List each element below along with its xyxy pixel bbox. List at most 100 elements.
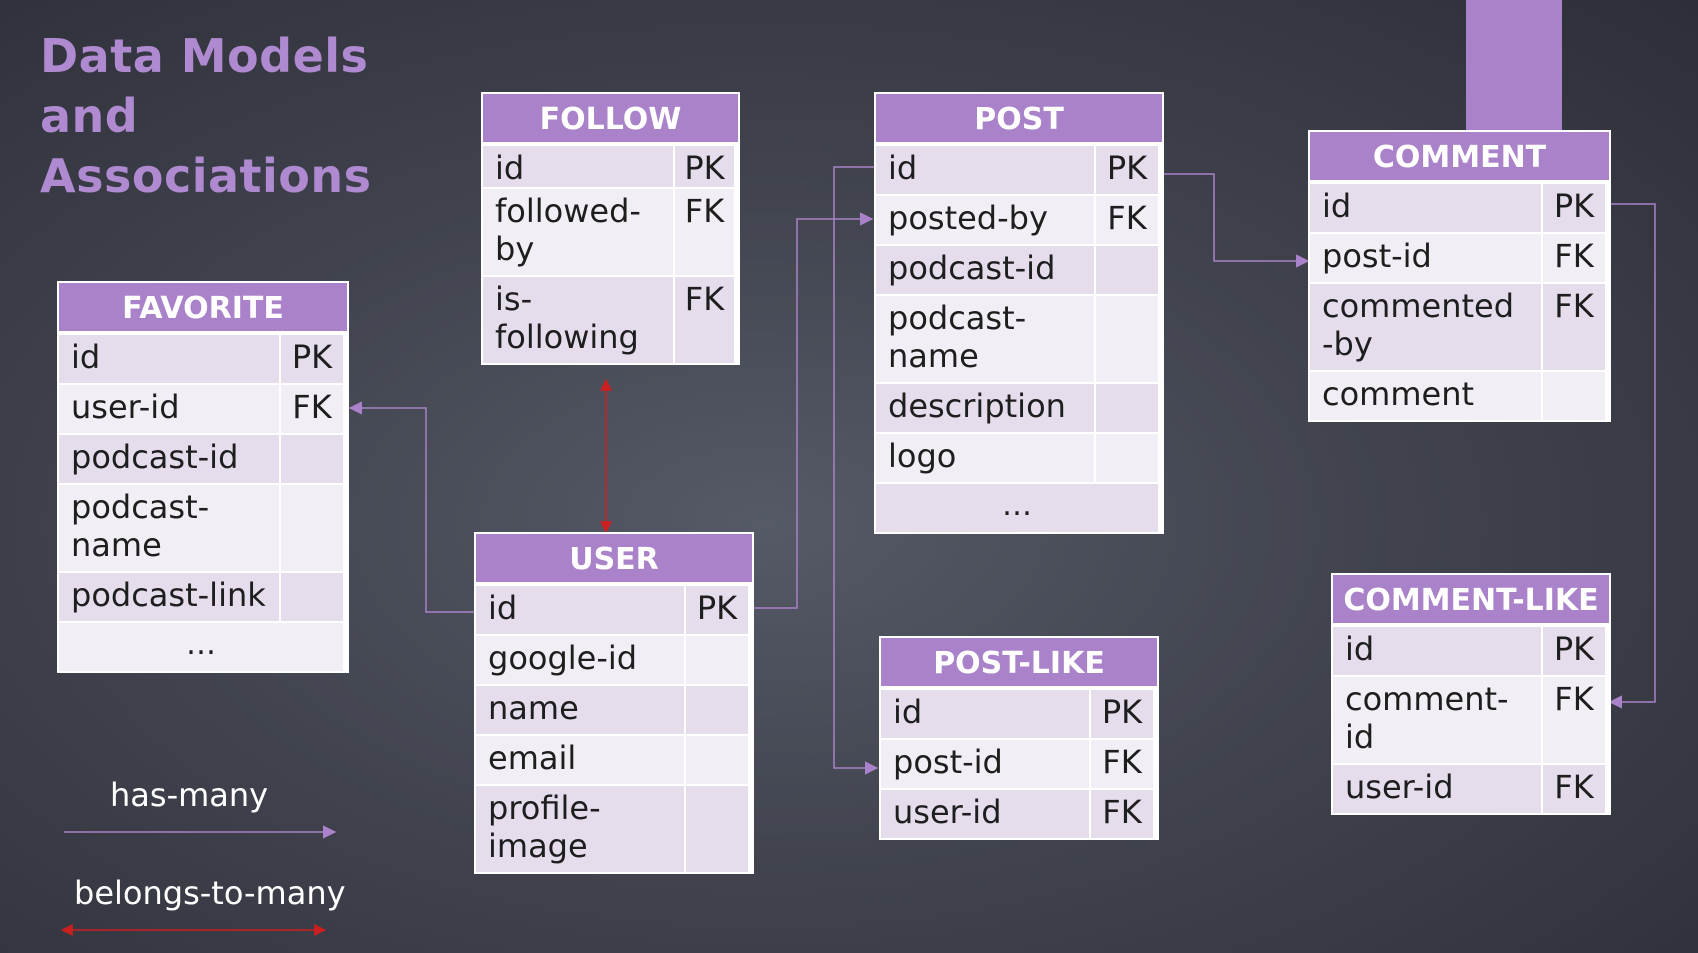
entity-header: USER <box>476 534 752 584</box>
link-user-favorite <box>348 401 477 613</box>
table-row: … <box>876 482 1162 532</box>
key-type: PK <box>673 146 734 187</box>
key-type: PK <box>1541 184 1605 232</box>
field-name: id <box>1333 627 1541 675</box>
table-row: profile- image <box>476 784 752 872</box>
entity-header: FAVORITE <box>59 283 347 333</box>
key-type <box>279 435 343 483</box>
table-row: description <box>876 382 1162 432</box>
key-type: FK <box>673 189 734 275</box>
field-name: name <box>476 686 684 734</box>
field-name: comment <box>1310 372 1541 420</box>
table-row: … <box>59 621 347 671</box>
key-type: FK <box>279 385 343 433</box>
field-name: user-id <box>1333 765 1541 813</box>
field-name: followed- by <box>483 189 673 275</box>
table-row: podcast-id <box>876 244 1162 294</box>
title-line-1: Data Models <box>40 29 369 83</box>
field-name: id <box>1310 184 1541 232</box>
key-type: FK <box>1094 196 1158 244</box>
key-type: FK <box>1089 740 1153 788</box>
key-type <box>684 736 748 784</box>
field-name: profile- image <box>476 786 684 872</box>
key-type: FK <box>1541 677 1605 763</box>
field-name: comment- id <box>1333 677 1541 763</box>
field-name: id <box>876 146 1094 194</box>
field-name: podcast-id <box>59 435 279 483</box>
field-name: podcast-id <box>876 246 1094 294</box>
table-row: podcast- name <box>59 483 347 571</box>
key-type: PK <box>684 586 748 634</box>
table-row: name <box>476 684 752 734</box>
field-name: podcast- name <box>876 296 1094 382</box>
key-type <box>1094 246 1158 294</box>
table-row: comment <box>1310 370 1609 420</box>
field-name: description <box>876 384 1094 432</box>
entity-header: POST <box>876 94 1162 144</box>
table-row: email <box>476 734 752 784</box>
field-name: id <box>476 586 684 634</box>
entity-header: FOLLOW <box>483 94 738 144</box>
key-type: FK <box>1541 234 1605 282</box>
key-type: PK <box>279 335 343 383</box>
key-type: PK <box>1541 627 1605 675</box>
key-type <box>1094 296 1158 382</box>
legend-belongs-to-many-label: belongs-to-many <box>74 874 346 912</box>
field-name: user-id <box>881 790 1089 838</box>
link-post-postlike <box>833 166 879 775</box>
field-name: id <box>59 335 279 383</box>
link-comment-commentlike <box>1607 203 1656 709</box>
field-name: user-id <box>59 385 279 433</box>
field-name: id <box>881 690 1089 738</box>
table-row: podcast-id <box>59 433 347 483</box>
field-name: google-id <box>476 636 684 684</box>
legend-has-many-label: has-many <box>110 776 269 814</box>
field-name: id <box>483 146 673 187</box>
key-type <box>279 485 343 571</box>
field-name: commented -by <box>1310 284 1541 370</box>
field-name: podcast-link <box>59 573 279 621</box>
link-user-post <box>750 212 874 609</box>
link-post-comment <box>1160 173 1310 268</box>
field-name: logo <box>876 434 1094 482</box>
ellipsis: … <box>876 484 1158 532</box>
field-name: podcast- name <box>59 485 279 571</box>
key-type <box>1094 434 1158 482</box>
key-type: FK <box>1541 765 1605 813</box>
key-type <box>684 786 748 872</box>
field-name: email <box>476 736 684 784</box>
key-type: PK <box>1089 690 1153 738</box>
table-row: podcast-link <box>59 571 347 621</box>
title-line-3: Associations <box>40 149 372 203</box>
entity-header: COMMENT-LIKE <box>1333 575 1609 625</box>
table-row: podcast- name <box>876 294 1162 382</box>
key-type: FK <box>1541 284 1605 370</box>
key-type <box>684 636 748 684</box>
key-type <box>1094 384 1158 432</box>
field-name: post-id <box>1310 234 1541 282</box>
